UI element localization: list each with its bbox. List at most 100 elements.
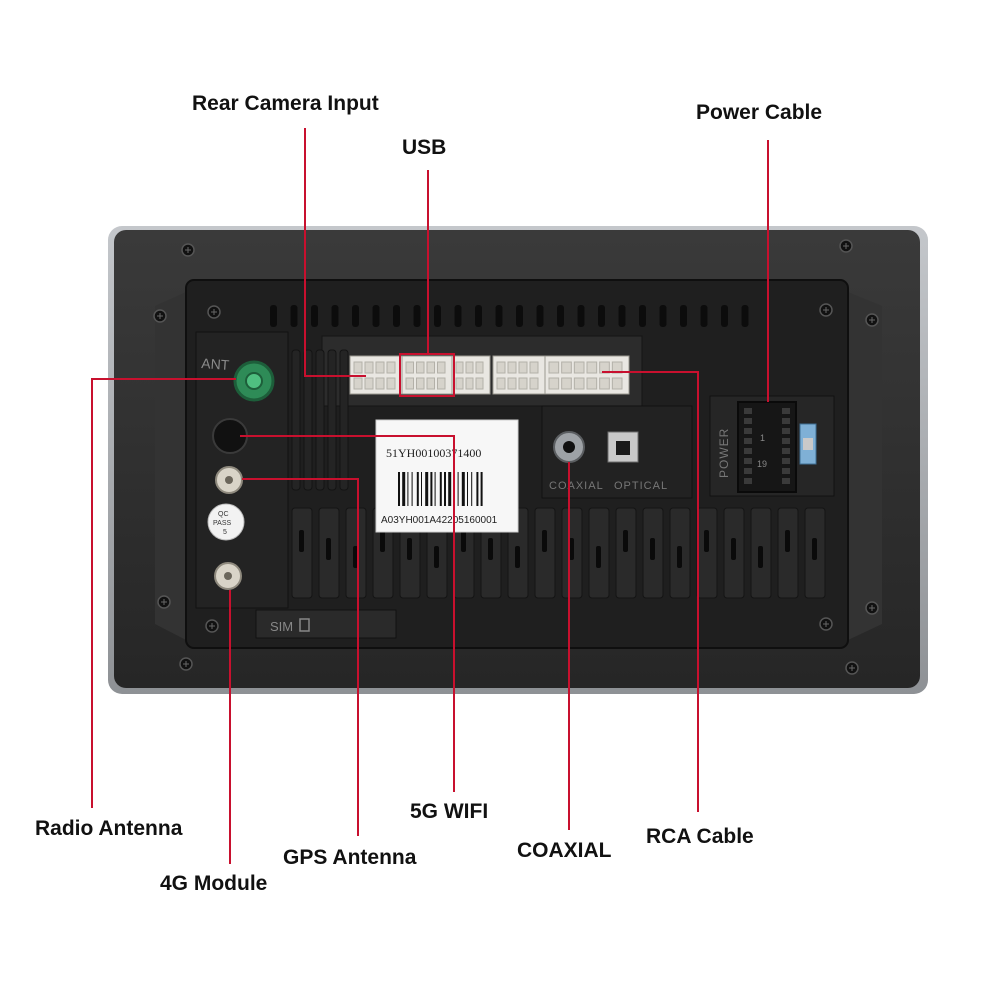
sticker-serial-bottom: A03YH001A42205160001 bbox=[381, 515, 498, 526]
vent-slot bbox=[413, 305, 421, 327]
connector-pin bbox=[573, 361, 585, 374]
connector-pin bbox=[375, 377, 385, 390]
power-pin bbox=[782, 418, 790, 424]
power-pin bbox=[782, 408, 790, 414]
heatsink-slot bbox=[758, 546, 763, 568]
top-vents bbox=[270, 305, 749, 327]
fuse-clip bbox=[803, 438, 813, 450]
barcode-bar bbox=[467, 472, 468, 506]
heatsink-slot bbox=[785, 530, 790, 552]
heatsink-slot bbox=[650, 538, 655, 560]
power-pin bbox=[782, 468, 790, 474]
module-4g-port-core bbox=[224, 572, 232, 580]
power-pin bbox=[782, 478, 790, 484]
barcode-bar bbox=[416, 472, 419, 506]
connector-pin bbox=[405, 377, 414, 390]
side-fin bbox=[291, 349, 301, 491]
connector-pin bbox=[416, 361, 425, 374]
barcode-bar bbox=[407, 472, 409, 506]
heatsink-slot bbox=[299, 530, 304, 552]
connector-pin bbox=[518, 361, 528, 374]
connector-pin bbox=[455, 377, 464, 390]
connector-pin bbox=[599, 377, 610, 390]
connector-pin bbox=[507, 377, 517, 390]
optical-port bbox=[607, 431, 639, 463]
heatsink-slot bbox=[461, 530, 466, 552]
connector-pin bbox=[455, 361, 464, 374]
barcode-bar bbox=[425, 472, 429, 506]
vent-slot bbox=[680, 305, 687, 327]
heatsink-slot bbox=[569, 538, 574, 560]
connector-pin bbox=[529, 361, 539, 374]
screw-cross bbox=[869, 317, 875, 323]
vent-slot bbox=[454, 305, 462, 327]
power-connector-pins bbox=[744, 408, 790, 484]
heatsink-slot bbox=[488, 538, 493, 560]
coaxial-port-core bbox=[563, 441, 575, 453]
leader-5g-wifi bbox=[240, 435, 455, 792]
screw-cross bbox=[849, 665, 855, 671]
connector-pin bbox=[529, 377, 539, 390]
qc-line2: PASS bbox=[213, 520, 231, 527]
heatsink-slot bbox=[677, 546, 682, 568]
leader-rear-camera bbox=[304, 128, 366, 377]
heatsink-slot bbox=[434, 546, 439, 568]
connector-pin bbox=[548, 361, 560, 374]
barcode-bar bbox=[444, 472, 446, 506]
barcode-bar bbox=[476, 472, 479, 506]
callout-coaxial: COAXIAL bbox=[517, 839, 612, 862]
heatsink-fin bbox=[777, 507, 799, 599]
heatsink-fin bbox=[615, 507, 637, 599]
heatsink-slot bbox=[353, 546, 358, 568]
vent-slot bbox=[270, 305, 277, 327]
callout-power-cable: Power Cable bbox=[696, 101, 823, 124]
barcode-bar bbox=[480, 472, 483, 506]
vent-slot bbox=[618, 305, 626, 327]
barcode-bar bbox=[398, 472, 400, 506]
screw-cross bbox=[209, 623, 215, 629]
sticker-serial-top: 51YH00100371400 bbox=[386, 446, 481, 460]
screw-cross bbox=[843, 243, 849, 249]
connector-pin bbox=[586, 361, 598, 374]
power-pin-label-1: 1 bbox=[760, 433, 765, 443]
left-mount-tab bbox=[155, 292, 186, 640]
connector-pin bbox=[386, 377, 396, 390]
connector-pin bbox=[437, 377, 446, 390]
vent-slot bbox=[557, 305, 564, 327]
callout-rca-cable: RCA Cable bbox=[646, 825, 754, 848]
power-pin bbox=[744, 458, 752, 464]
connector-pin bbox=[364, 361, 374, 374]
screw-cross bbox=[211, 309, 217, 315]
callout-radio-antenna: Radio Antenna bbox=[35, 817, 183, 840]
callout-4g-module: 4G Module bbox=[160, 872, 268, 895]
leader-lines bbox=[91, 128, 769, 864]
side-fin bbox=[315, 349, 325, 491]
screws bbox=[153, 239, 879, 675]
optical-port-core bbox=[616, 441, 630, 455]
connector-pin bbox=[465, 361, 474, 374]
barcode-bar bbox=[430, 472, 433, 506]
vent-slot bbox=[475, 305, 482, 327]
gps-antenna-port-core bbox=[225, 476, 233, 484]
connector-pin bbox=[611, 377, 623, 390]
connector-pin bbox=[416, 377, 425, 390]
sim-label: SIM bbox=[270, 619, 293, 634]
heatsink-slot bbox=[515, 546, 520, 568]
screw-cross bbox=[157, 313, 163, 319]
qc-line1: QC bbox=[218, 511, 229, 518]
qc-pass-sticker bbox=[207, 503, 245, 541]
connector-pin bbox=[496, 361, 506, 374]
connector-pin bbox=[353, 361, 363, 374]
vent-slot bbox=[741, 305, 749, 327]
connector-pin bbox=[375, 361, 385, 374]
connector-pin bbox=[364, 377, 374, 390]
coaxial-label: COAXIAL bbox=[549, 480, 604, 492]
vent-slot bbox=[516, 305, 523, 327]
connector-pin bbox=[437, 361, 446, 374]
vent-slot bbox=[352, 305, 359, 327]
screw-cross bbox=[183, 661, 189, 667]
power-pin bbox=[782, 448, 790, 454]
power-pin bbox=[744, 448, 752, 454]
screw-cross bbox=[823, 307, 829, 313]
